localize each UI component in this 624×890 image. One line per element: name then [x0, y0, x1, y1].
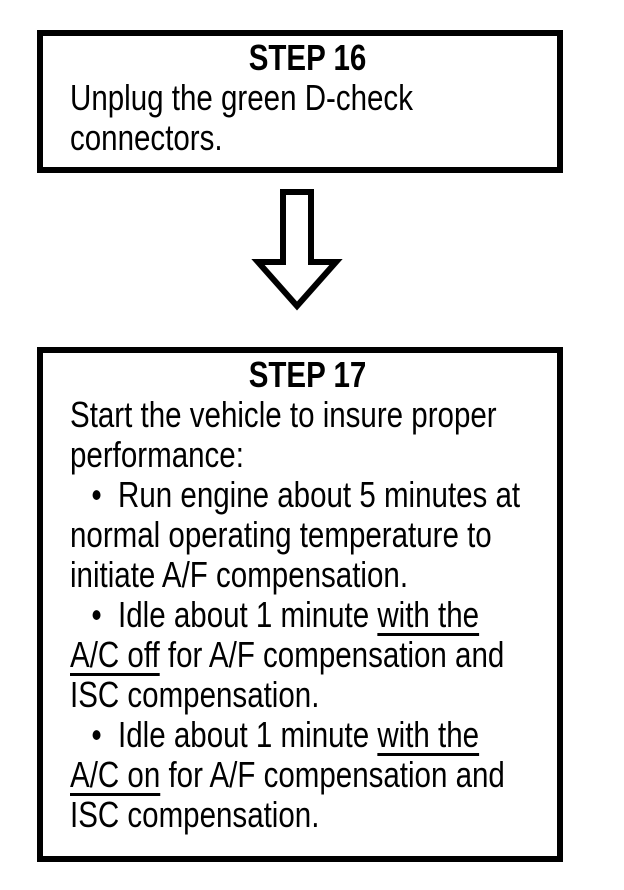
text-segment: normal operating temperature to: [70, 514, 492, 555]
arrow-down-icon: [247, 188, 347, 312]
text-segment: ISC compensation.: [70, 794, 320, 835]
underlined-text: A/C off: [70, 634, 160, 675]
underlined-text: A/C on: [70, 754, 161, 795]
step-text-line: A/C off for A/F compensation and: [70, 634, 504, 675]
text-segment: ISC compensation.: [70, 674, 320, 715]
step-text-line: Unplug the green D-check: [70, 78, 460, 118]
step-text-line: initiate A/F compensation.: [70, 555, 460, 595]
underlined-text: with the: [377, 594, 480, 635]
text-segment: Unplug the green D-check: [70, 77, 413, 118]
text-segment: • Idle about 1 minute: [91, 714, 378, 755]
step-text-line: • Run engine about 5 minutes at: [70, 475, 520, 515]
text-segment: for A/F compensation and: [160, 754, 505, 795]
text-segment: initiate A/F compensation.: [70, 554, 409, 595]
text-segment: • Run engine about 5 minutes at: [91, 474, 521, 515]
text-segment: performance:: [70, 434, 244, 475]
step-text-line: A/C on for A/F compensation and: [70, 754, 505, 795]
step-title: STEP 17: [248, 354, 367, 395]
step-text-line: ISC compensation.: [70, 795, 460, 835]
text-segment: • Idle about 1 minute: [91, 594, 378, 635]
step-text-line: ISC compensation.: [70, 675, 460, 715]
step-text-line: • Idle about 1 minute with the: [70, 594, 479, 635]
step-text-line: Start the vehicle to insure proper: [70, 395, 497, 435]
step-title: STEP 16: [248, 37, 367, 78]
text-segment: for A/F compensation and: [159, 634, 505, 675]
step-text-line: connectors.: [70, 118, 460, 158]
step-text-line: normal operating temperature to: [70, 515, 492, 555]
step-17-box: STEP 17 Start the vehicle to insure prop…: [37, 347, 563, 862]
underlined-text: with the: [377, 714, 480, 755]
step-text-line: • Idle about 1 minute with the: [70, 714, 479, 755]
text-segment: Start the vehicle to insure proper: [70, 394, 497, 435]
step-text-line: performance:: [70, 435, 460, 475]
text-segment: connectors.: [70, 117, 223, 158]
